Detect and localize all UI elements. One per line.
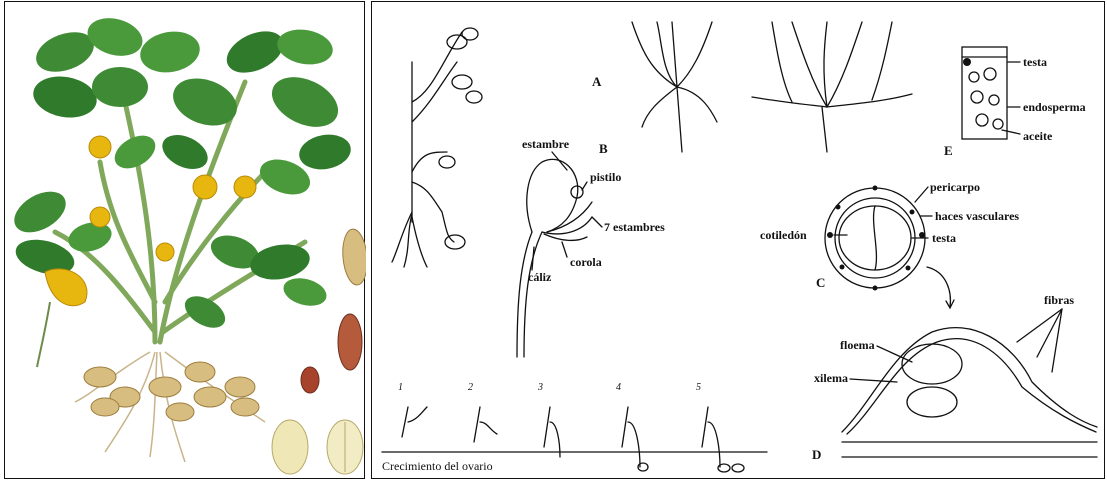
- label-fibras: fibras: [1044, 294, 1074, 306]
- root-system-a: [632, 22, 717, 152]
- ovary-growth-caption: Crecimiento del ovario: [382, 460, 493, 472]
- label-haces-vasculares: haces vasculares: [935, 210, 1019, 222]
- label-aceite: aceite: [1023, 130, 1052, 142]
- panel-letter-e: E: [944, 144, 953, 157]
- label-endosperma: endosperma: [1023, 101, 1086, 113]
- label-7-estambres: 7 estambres: [604, 221, 665, 233]
- label-estambre: estambre: [522, 138, 569, 150]
- root-system-b: [752, 22, 912, 152]
- stage-number-3: 3: [538, 383, 543, 393]
- stage-number-2: 2: [468, 383, 473, 393]
- panel-letter-c: C: [816, 276, 825, 289]
- panel-letter-d: D: [812, 448, 821, 461]
- panel-letter-b: B: [599, 142, 608, 155]
- peanut-anatomy-diagram-panel: A B C D E estambre pistilo 7 estambres c…: [371, 1, 1105, 479]
- label-xilema: xilema: [814, 372, 848, 384]
- stage-number-5: 5: [696, 383, 701, 393]
- white-seed: [272, 420, 308, 474]
- opened-pod: [338, 314, 362, 370]
- plant-sketch: [392, 28, 482, 267]
- label-pistilo: pistilo: [590, 171, 621, 183]
- flower-peduncle: [37, 302, 50, 367]
- stage-number-1: 1: [398, 383, 403, 393]
- label-corola: corola: [570, 256, 602, 268]
- label-testa-seed: testa: [1023, 56, 1047, 68]
- red-seed: [301, 367, 319, 393]
- label-caliz: cáliz: [528, 271, 551, 283]
- anatomy-line-drawings: [372, 2, 1106, 480]
- pod-cross-section: [825, 188, 954, 308]
- label-floema: floema: [840, 339, 875, 351]
- stage-number-4: 4: [616, 383, 621, 393]
- label-testa-section: testa: [932, 232, 956, 244]
- stipple-details: [827, 58, 971, 291]
- peanut-plant-illustration-panel: [4, 1, 365, 479]
- label-cotiledon: cotiledón: [760, 229, 807, 241]
- label-pericarpo: pericarpo: [930, 181, 980, 193]
- peanut-plant-illustration: [5, 2, 366, 480]
- panel-letter-a: A: [592, 75, 601, 88]
